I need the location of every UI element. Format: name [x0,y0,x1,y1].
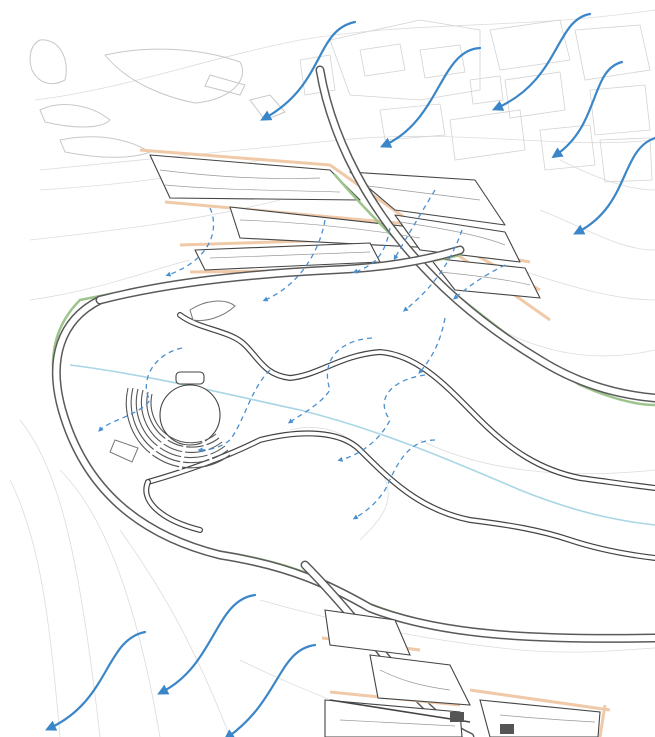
wind-arrows [45,12,655,737]
wind-arrow [45,630,147,731]
flow-arrow [352,227,391,274]
flow-arrow [402,229,463,312]
flow-arrow [352,439,436,520]
stream [69,364,655,526]
flow-arrow [418,317,446,374]
flow-arrow [287,337,373,424]
wind-arrow [260,20,357,121]
flow-arrow [393,189,436,261]
wind-arrow [379,46,482,148]
flow-arrow [165,207,215,277]
context-buildings-northeast [299,19,653,183]
context-buildings-northwest [29,39,286,158]
flow-arrow [453,264,506,300]
wind-arrow [491,12,592,111]
flow-arrow [197,369,271,453]
north-terraces [139,148,551,322]
amphitheatre [109,300,236,471]
wind-arrow [157,593,257,695]
context-contours [9,9,655,737]
wind-arrow [573,136,655,235]
inner-paths [143,312,655,561]
flow-arrow [98,347,183,432]
wind-arrow [551,60,624,159]
flow-arrows [98,189,506,520]
flow-arrow [262,219,326,302]
south-terraces [321,609,611,737]
wind-arrow [223,643,317,737]
